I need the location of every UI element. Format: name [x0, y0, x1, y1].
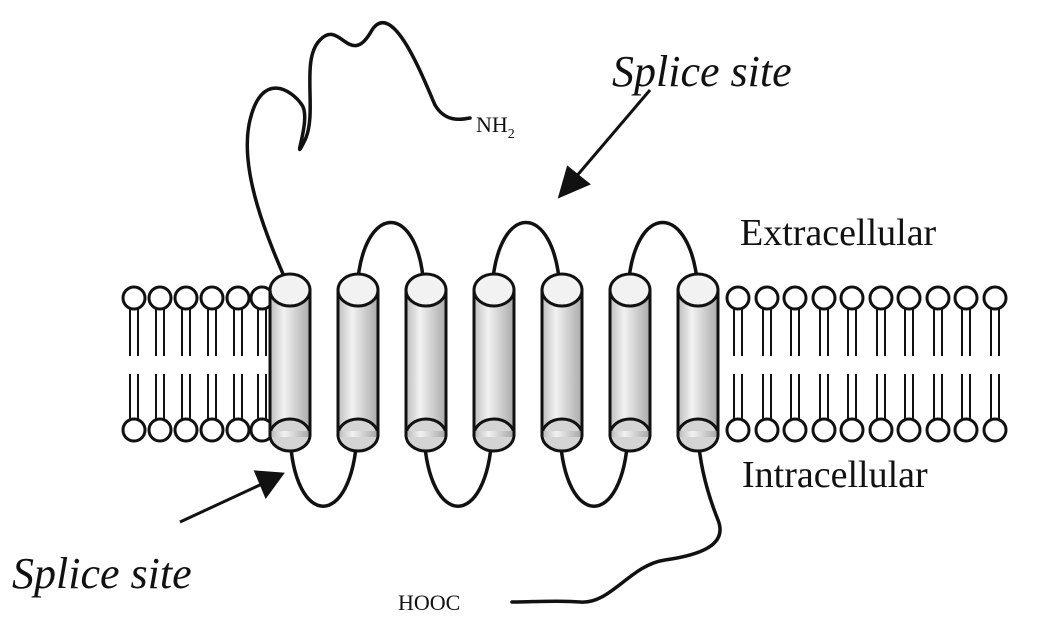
lipid-left-head-top-1	[149, 287, 171, 309]
lipid-right-head-bottom-8	[955, 419, 977, 441]
helix-3	[406, 274, 446, 451]
lipid-right-head-top-9	[984, 287, 1006, 309]
lipid-right-head-top-1	[756, 287, 778, 309]
splice-site-label-top: Splice site	[612, 47, 792, 96]
lipid-right-head-bottom-5	[870, 419, 892, 441]
lipid-left-head-top-4	[227, 287, 249, 309]
lipid-bilayer-left	[123, 287, 273, 441]
lipid-right-head-bottom-3	[813, 419, 835, 441]
helix-4	[474, 274, 514, 451]
lipid-left-head-bottom-2	[175, 419, 197, 441]
helix-5	[542, 274, 582, 451]
helix-4-top-cap	[474, 274, 514, 306]
helix-2-joint	[340, 431, 377, 437]
lipid-left-head-top-3	[201, 287, 223, 309]
helix-5-joint	[544, 431, 581, 437]
splice-arrow-bottom-head	[256, 472, 282, 496]
helix-2-top-cap	[338, 274, 378, 306]
helix-7	[678, 274, 718, 451]
lipid-bilayer-right	[727, 287, 1006, 441]
lipid-right-head-top-2	[784, 287, 806, 309]
lipid-right-head-bottom-9	[984, 419, 1006, 441]
n-terminus-label: NH2	[476, 112, 515, 142]
n-terminus-subscript: 2	[508, 127, 515, 142]
transmembrane-helices	[270, 274, 718, 451]
n-terminal-tail	[247, 23, 470, 290]
c-terminal-tail	[512, 435, 720, 602]
helix-1	[270, 274, 310, 451]
lipid-right-head-bottom-6	[898, 419, 920, 441]
lipid-left-head-bottom-3	[201, 419, 223, 441]
lipid-left-head-top-0	[123, 287, 145, 309]
helix-4-body	[474, 290, 514, 435]
splice-site-label-bottom: Splice site	[12, 549, 192, 598]
lipid-right-head-bottom-7	[927, 419, 949, 441]
lipid-right-head-bottom-4	[841, 419, 863, 441]
helix-3-joint	[408, 431, 445, 437]
helix-6-joint	[612, 431, 649, 437]
splice-arrow-top-shaft	[575, 90, 650, 178]
helix-1-joint	[272, 431, 309, 437]
lipid-right-head-top-8	[955, 287, 977, 309]
helix-3-body	[406, 290, 446, 435]
lipid-right-head-top-0	[727, 287, 749, 309]
lipid-right-head-top-4	[841, 287, 863, 309]
lipid-right-head-bottom-2	[784, 419, 806, 441]
helix-3-top-cap	[406, 274, 446, 306]
splice-arrow-top-head	[560, 168, 588, 196]
lipid-left-head-top-2	[175, 287, 197, 309]
lipid-right-head-top-7	[927, 287, 949, 309]
helix-7-top-cap	[678, 274, 718, 306]
helix-6-body	[610, 290, 650, 435]
helix-5-body	[542, 290, 582, 435]
helix-7-joint	[680, 431, 717, 437]
helix-6-top-cap	[610, 274, 650, 306]
intracellular-label: Intracellular	[742, 454, 928, 496]
lipid-right-head-top-5	[870, 287, 892, 309]
helix-1-body	[270, 290, 310, 435]
helix-7-body	[678, 290, 718, 435]
helix-2-body	[338, 290, 378, 435]
helix-6	[610, 274, 650, 451]
helix-2	[338, 274, 378, 451]
lipid-right-head-bottom-1	[756, 419, 778, 441]
lipid-left-head-bottom-1	[149, 419, 171, 441]
lipid-right-head-top-6	[898, 287, 920, 309]
lipid-left-head-bottom-0	[123, 419, 145, 441]
extracellular-label: Extracellular	[740, 212, 937, 254]
lipid-left-head-bottom-4	[227, 419, 249, 441]
helix-1-top-cap	[270, 274, 310, 306]
lipid-right-head-top-3	[813, 287, 835, 309]
splice-arrow-bottom-shaft	[180, 484, 262, 522]
helix-5-top-cap	[542, 274, 582, 306]
helix-4-joint	[476, 431, 513, 437]
n-terminus-text: NH	[476, 112, 508, 137]
c-terminus-label: HOOC	[398, 590, 460, 615]
lipid-right-head-bottom-0	[727, 419, 749, 441]
